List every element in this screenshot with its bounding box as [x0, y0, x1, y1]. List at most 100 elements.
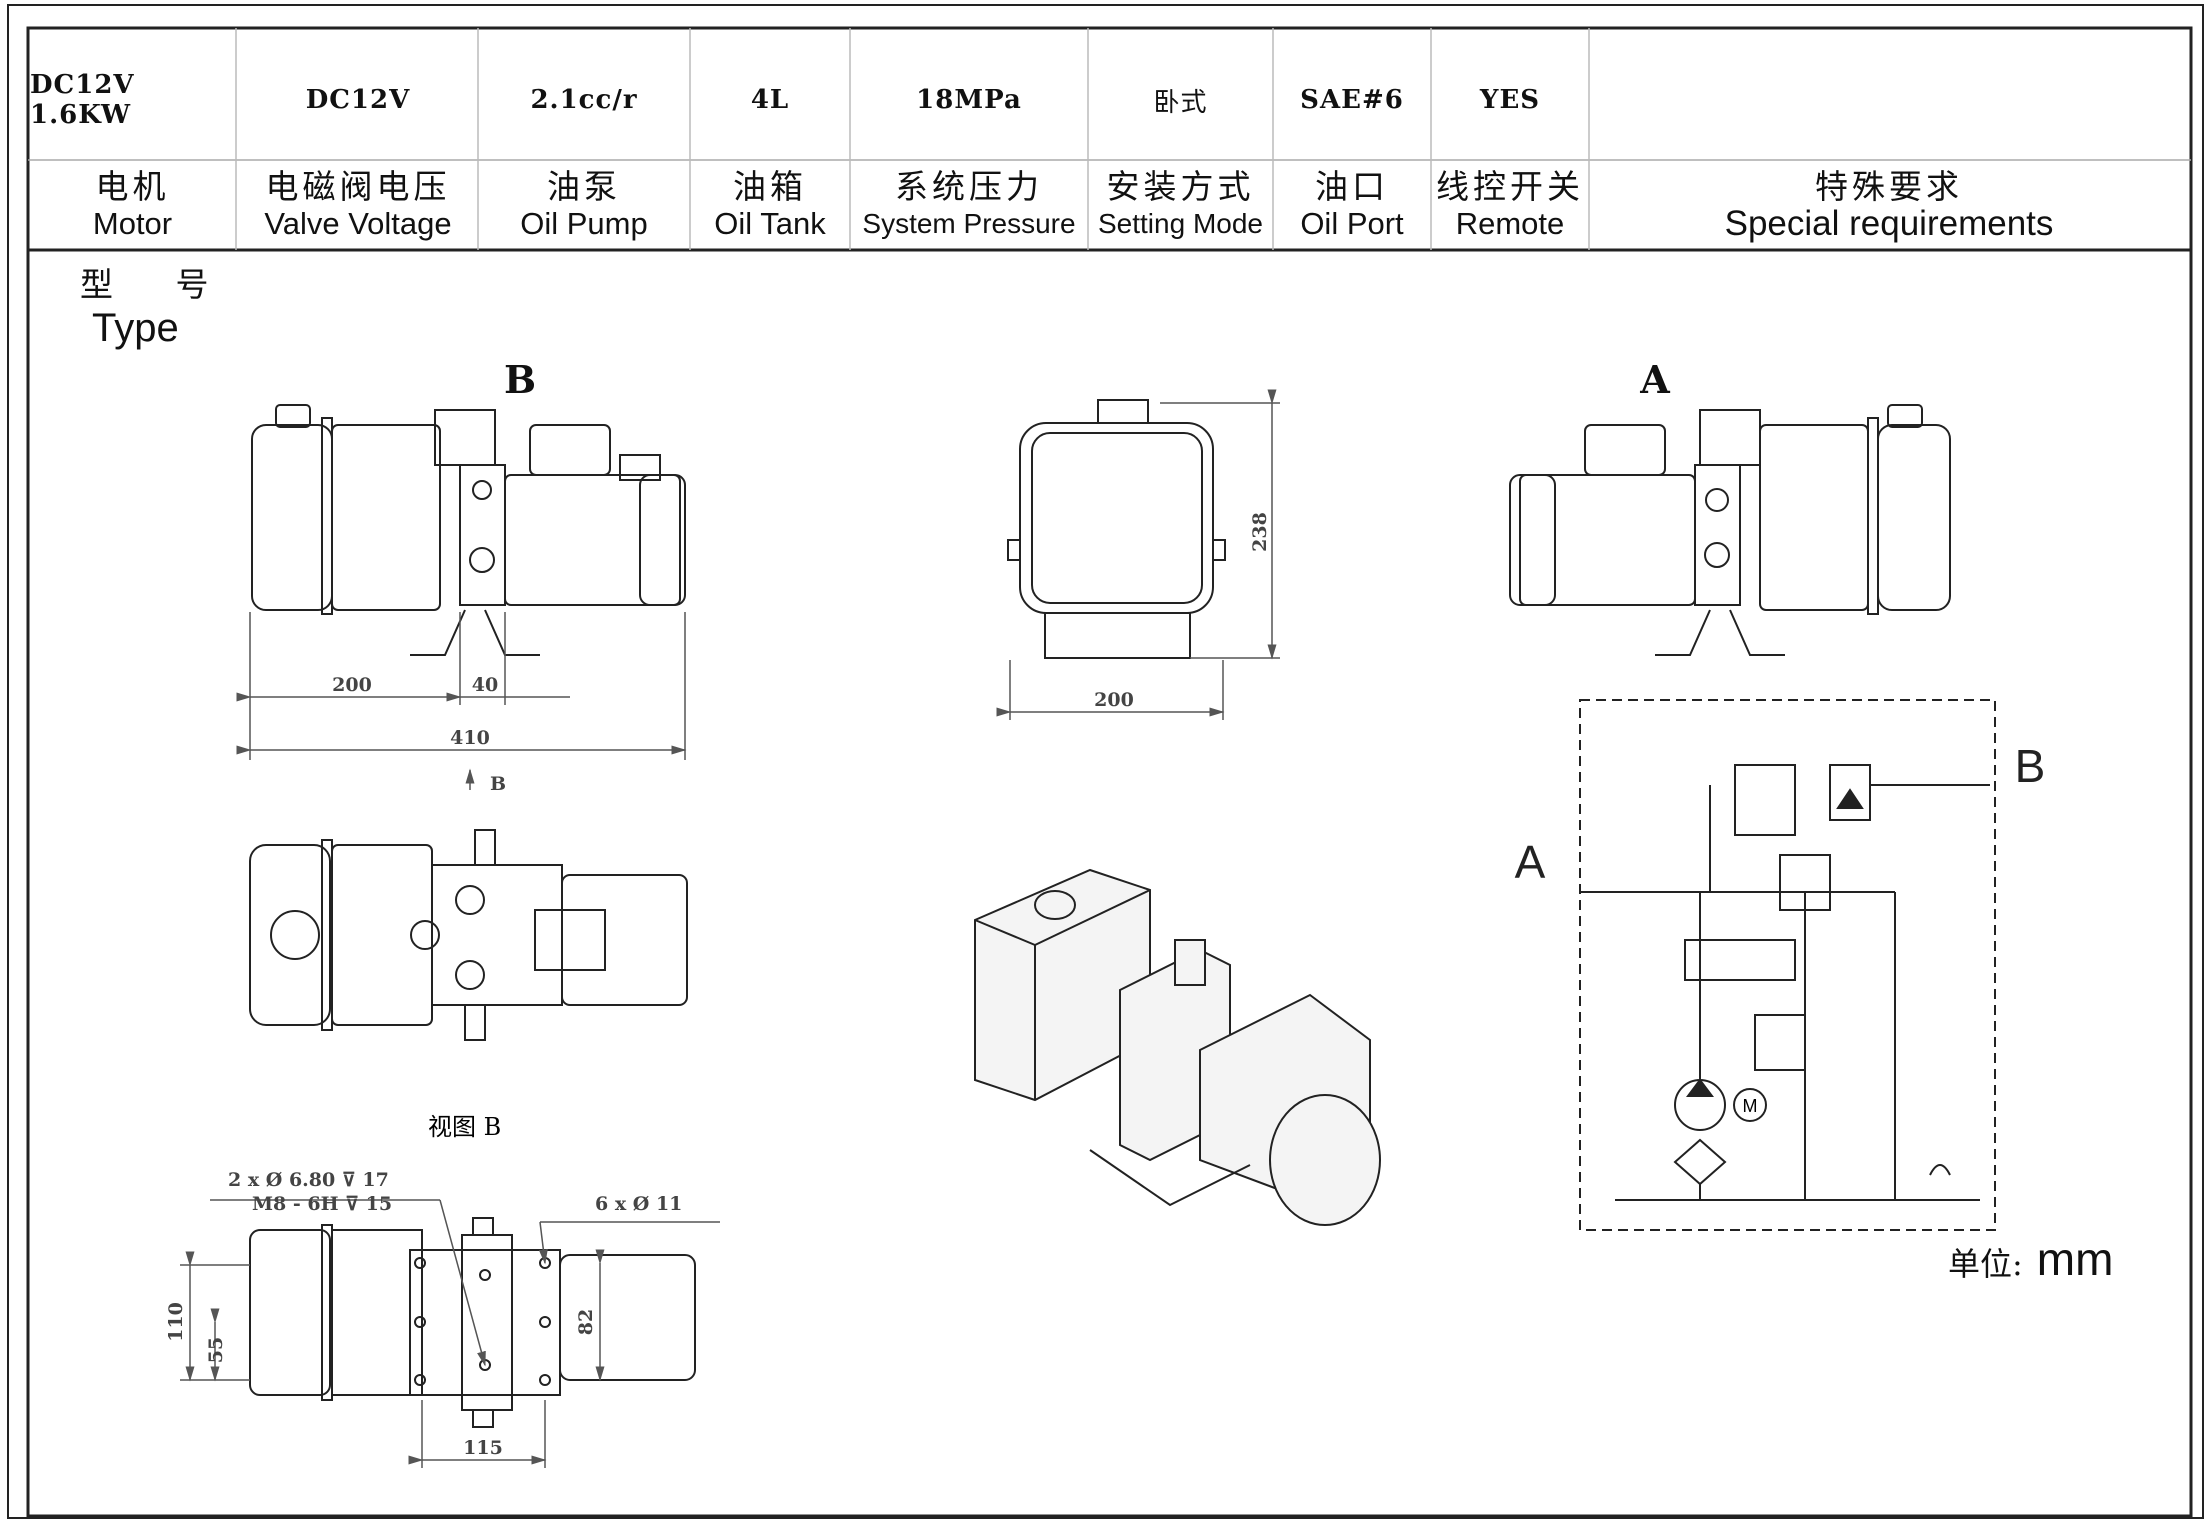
front-view-dimensions [236, 612, 687, 790]
spec-motor-label: 电机 Motor [30, 165, 235, 245]
spec-oil-pump-label-zh: 油泵 [547, 167, 621, 206]
end-view-bolt-right [1212, 539, 1226, 561]
bottom-view [249, 1217, 696, 1428]
schematic-port-a: A [1515, 836, 1546, 888]
top-tank-body [331, 844, 433, 1026]
spec-oil-port-value: SAE#6 [1300, 85, 1404, 115]
mount-holes [414, 1257, 551, 1386]
spec-oil-tank-label-zh: 油箱 [733, 167, 807, 206]
spec-oil-port-label-zh: 油口 [1315, 167, 1389, 206]
end-view-bolt-left [1007, 539, 1021, 561]
relief-valve-2 [1754, 1014, 1806, 1071]
top-motor [561, 874, 688, 1006]
bottom-valve-block [461, 1234, 513, 1411]
spec-oil-pump-label: 油泵 Oil Pump [478, 165, 690, 245]
bottom-note-holes: 2 x Ø 6.80 ⊽ 17 [228, 1169, 389, 1191]
mounting-bracket [410, 609, 540, 656]
spec-setting-mode-label-zh: 安装方式 [1106, 167, 1255, 206]
dim-end-238: 238 [1249, 512, 1271, 552]
rear-tank-end-cap [1877, 424, 1951, 611]
front-view-callout-b: B [504, 357, 536, 402]
bottom-view-dimensions [180, 1199, 720, 1468]
end-view-base [1044, 612, 1191, 659]
spec-setting-mode-value: 卧式 [1153, 87, 1208, 118]
valve-block [459, 464, 506, 606]
top-manifold [431, 864, 563, 1006]
tank-end-cap [251, 424, 333, 611]
spec-system-pressure-value: 18MPa [916, 85, 1022, 115]
spec-special-label: 特殊要求 Special requirements [1589, 165, 2189, 245]
end-view-dimensions [996, 389, 1280, 720]
dim-front-40: 40 [472, 674, 498, 696]
spec-remote-label-zh: 线控开关 [1436, 167, 1584, 206]
spec-remote-label-en: Remote [1455, 206, 1565, 241]
top-fitting-upper [474, 829, 496, 866]
spec-system-pressure-label: 系统压力 System Pressure [850, 165, 1088, 245]
spec-motor-label-en: Motor [92, 206, 173, 241]
view-arrow-b: B [490, 773, 506, 795]
title-block-frame [7, 4, 2204, 1519]
isometric-view [974, 868, 1381, 1226]
terminal-block [619, 454, 661, 481]
solenoid-valve [434, 409, 496, 466]
spec-oil-tank-label-en: Oil Tank [714, 206, 826, 241]
unit-label-en: mm [2036, 1233, 2114, 1285]
bottom-tank-body [331, 1229, 423, 1396]
top-port-2 [455, 960, 485, 990]
schematic-port-b: B [2015, 740, 2046, 792]
dim-bottom-82: 82 [575, 1309, 597, 1335]
motor-relay [529, 424, 611, 476]
spec-valve-voltage-value: DC12V [305, 85, 411, 115]
rear-tank-body [1759, 424, 1869, 611]
spec-motor-label-zh: 电机 [95, 167, 170, 206]
tank-flange [321, 417, 333, 615]
spec-oil-tank-label: 油箱 Oil Tank [690, 165, 850, 245]
type-label-zh: 型 号 [80, 265, 235, 304]
rear-motor-body [1519, 474, 1696, 606]
end-view-fitting [1097, 399, 1149, 424]
spec-system-pressure-label-en: System Pressure [862, 208, 1076, 239]
dim-end-200: 200 [1094, 689, 1134, 711]
schematic-boundary [1579, 699, 1996, 1231]
filler-cap [275, 404, 311, 428]
spec-setting-mode-label: 安装方式 Setting Mode [1088, 165, 1273, 245]
dim-bottom-115: 115 [463, 1437, 503, 1459]
dim-front-410: 410 [450, 727, 490, 749]
spec-valve-voltage-label-en: Valve Voltage [264, 206, 452, 241]
port-fitting-bottom [469, 547, 495, 573]
end-view-tank-inner [1031, 432, 1203, 604]
hydraulic-schematic [1579, 699, 1996, 1231]
iso-motor-end [1269, 1094, 1381, 1226]
top-port-3 [410, 920, 440, 950]
rear-view-callout-a: A [1639, 357, 1670, 402]
bottom-mount-plate [409, 1249, 561, 1396]
spec-valve-voltage-label-zh: 电磁阀电压 [265, 167, 451, 206]
spec-oil-port-label-en: Oil Port [1300, 206, 1404, 241]
iso-filler-cap [1034, 890, 1076, 920]
top-relay [534, 909, 606, 971]
rear-tank-flange [1867, 417, 1879, 615]
top-view-caption: 视图 B [428, 1113, 501, 1141]
directional-valve-2 [1684, 939, 1796, 981]
unit-label-zh: 单位: [1948, 1245, 2023, 1283]
bottom-fitting-bottom [472, 1409, 494, 1428]
reservoir-symbol [1929, 1164, 1951, 1176]
bottom-fitting-top [472, 1217, 494, 1236]
rear-port-fitting-top [1705, 488, 1729, 512]
dim-front-200: 200 [332, 674, 372, 696]
spec-remote-label: 线控开关 Remote [1431, 165, 1589, 245]
bottom-note-mount: 6 x Ø 11 [595, 1193, 682, 1215]
end-view-tank-outer [1019, 422, 1214, 614]
type-label: 型 号 Type [80, 258, 235, 351]
bottom-tank-end [249, 1229, 331, 1396]
spec-special-label-en: Special requirements [1724, 204, 2054, 243]
spec-oil-pump-value: 2.1cc/r [530, 85, 638, 115]
rear-motor-end-cap [1509, 474, 1556, 606]
rear-valve-block [1694, 464, 1741, 606]
bottom-motor [559, 1254, 696, 1381]
check-valve [1829, 764, 1871, 821]
motor-body [504, 474, 681, 606]
spec-special-label-zh: 特殊要求 [1815, 167, 1963, 206]
